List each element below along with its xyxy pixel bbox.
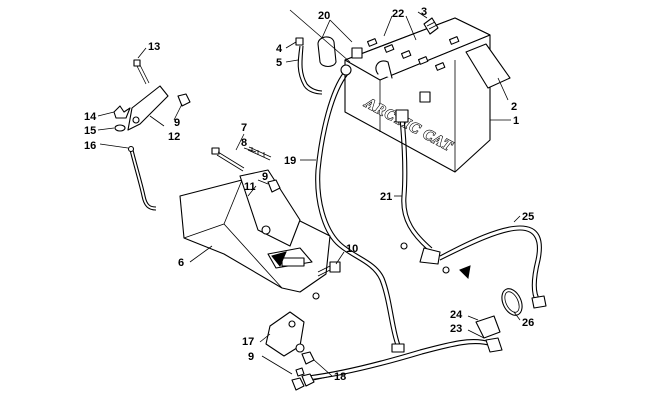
negative-cable <box>315 64 405 353</box>
washer-small <box>312 292 320 300</box>
battery: ARCTIC CAT <box>344 17 491 173</box>
nut-lower <box>291 377 305 391</box>
callout-23: 23 <box>450 323 462 335</box>
terminal-boot <box>317 36 337 68</box>
wing-nut <box>113 105 131 119</box>
battery-cell-caps <box>366 36 460 71</box>
callout-9-middle: 9 <box>262 171 268 183</box>
callout-2: 2 <box>511 101 517 113</box>
nut-middle <box>267 179 281 193</box>
positive-cable <box>395 109 441 265</box>
bolt-7 <box>211 147 245 172</box>
solenoid <box>265 311 305 357</box>
callout-20: 20 <box>318 10 330 22</box>
callout-5: 5 <box>276 57 282 69</box>
nut-upper-left <box>177 93 191 107</box>
callout-24: 24 <box>450 309 463 321</box>
hardware-18 <box>295 351 315 387</box>
bolt-10 <box>317 261 341 277</box>
screw-8 <box>247 146 272 161</box>
cable-boot <box>475 315 501 339</box>
callout-12: 12 <box>168 131 180 143</box>
callout-21: 21 <box>380 191 392 203</box>
callout-10: 10 <box>346 243 358 255</box>
callout-9-lower: 9 <box>248 351 254 363</box>
callout-9-upper: 9 <box>174 117 180 129</box>
battery-pad <box>465 43 511 89</box>
callout-19: 19 <box>284 155 296 167</box>
hose-clamp <box>501 288 523 316</box>
mounting-plate <box>127 85 169 131</box>
callout-26: 26 <box>522 317 534 329</box>
callout-16: 16 <box>84 140 96 152</box>
terminal-bolt <box>400 242 408 250</box>
callout-4: 4 <box>276 43 283 55</box>
terminal-nut <box>442 266 450 274</box>
callout-22: 22 <box>392 8 404 20</box>
ground-cable <box>307 337 503 381</box>
callout-13: 13 <box>148 41 160 53</box>
battery-bracket <box>179 169 331 293</box>
callout-15: 15 <box>84 125 96 137</box>
callout-14: 14 <box>84 111 97 123</box>
battery-negative-terminal <box>351 47 363 59</box>
leader-lines <box>97 9 521 381</box>
hold-down-rod <box>127 145 157 211</box>
callout-1: 1 <box>513 115 519 127</box>
callout-3: 3 <box>421 6 427 18</box>
vent-hose <box>295 37 323 95</box>
callout-6: 6 <box>178 257 184 269</box>
washer <box>114 124 126 132</box>
callout-8: 8 <box>241 137 247 149</box>
callout-numbers: 1 2 3 4 5 6 7 8 9 9 9 10 11 12 13 14 15 … <box>84 6 534 383</box>
callout-17: 17 <box>242 336 254 348</box>
bolt-13 <box>133 59 150 85</box>
battery-positive-terminal <box>419 91 431 103</box>
callout-11: 11 <box>244 181 256 193</box>
starter-cable <box>439 225 547 309</box>
vent-fitting <box>423 17 439 35</box>
arrow-marker <box>459 265 471 280</box>
callout-7: 7 <box>241 122 247 134</box>
callout-18: 18 <box>334 371 346 383</box>
callout-25: 25 <box>522 211 534 223</box>
